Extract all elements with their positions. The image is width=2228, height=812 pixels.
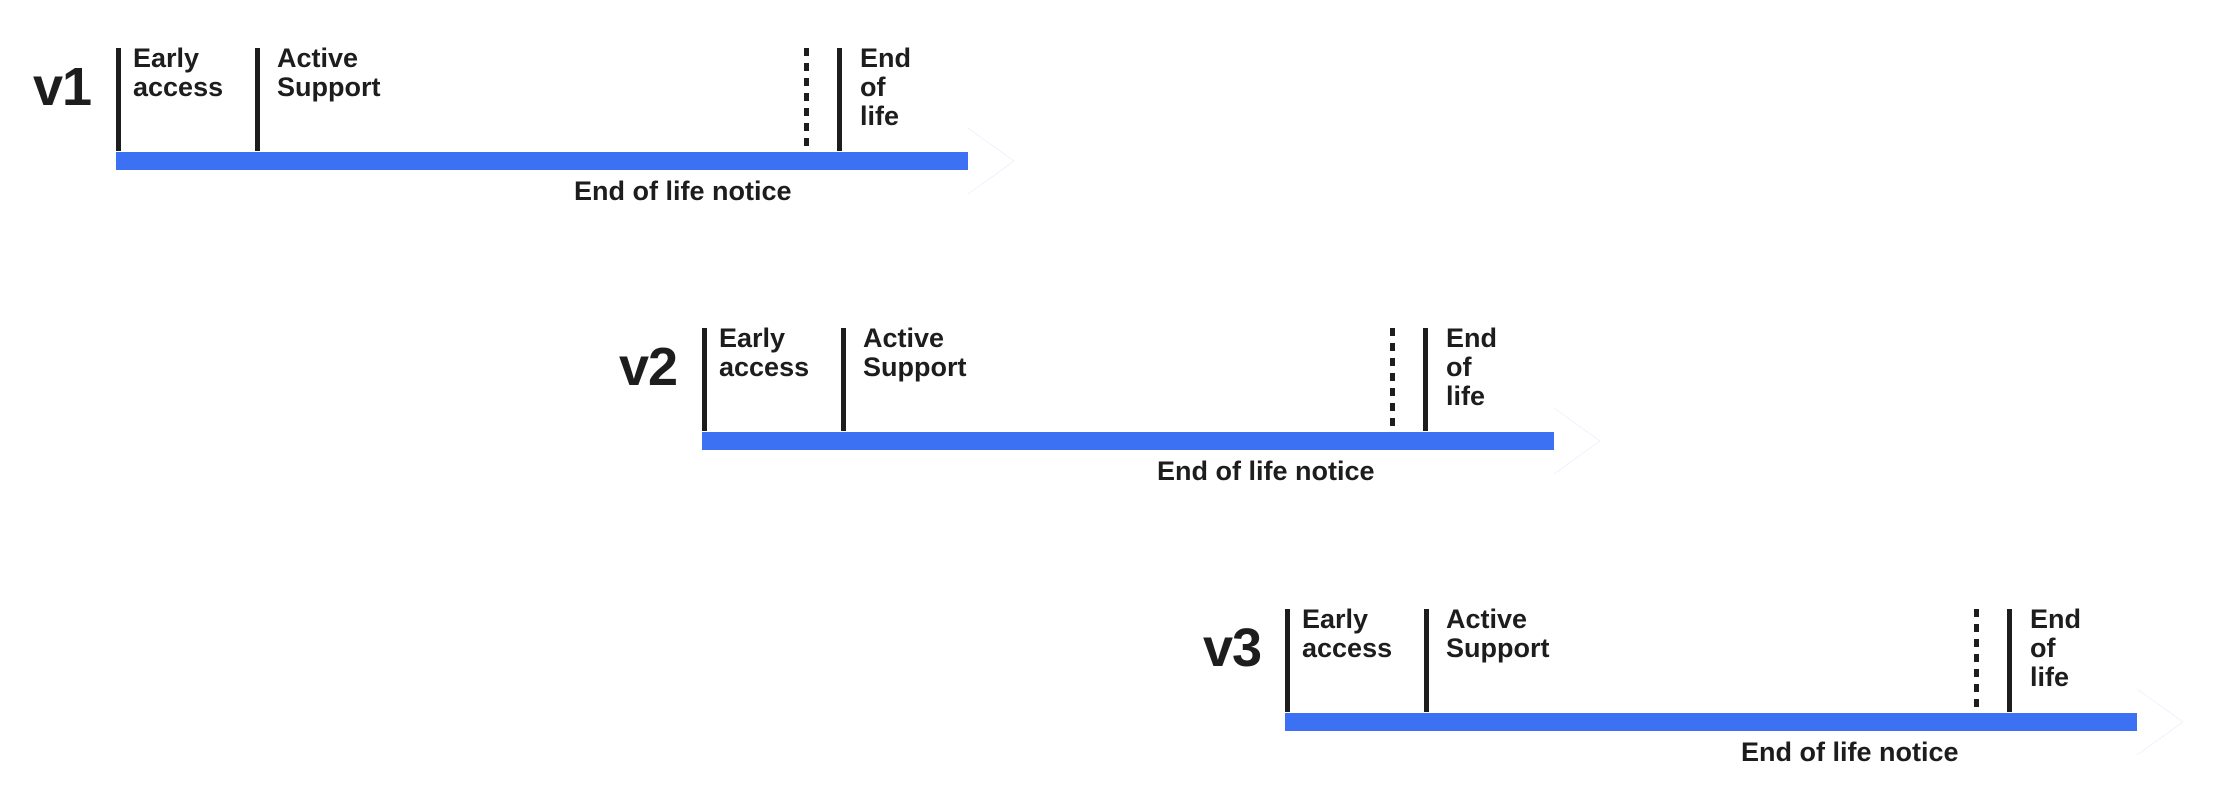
phase-divider-early-access-end-v3 [1424, 609, 1429, 712]
lifecycle-arrow-head-v1 [968, 128, 1014, 194]
phase-label-early-access-v3: Early access [1302, 604, 1393, 664]
phase-divider-eol-start-v2 [1423, 328, 1428, 431]
phase-divider-eol-start-v3 [2007, 609, 2012, 712]
lifecycle-arrow-head-v3 [2137, 689, 2183, 755]
phase-label-active-support-v2: Active Support [863, 323, 967, 383]
phase-label-end-of-life-v3: End of life [2030, 604, 2081, 693]
eol-notice-marker-v3 [1974, 609, 1979, 712]
lifecycle-arrow-shaft-v2 [702, 432, 1560, 450]
phase-divider-start-v1 [116, 48, 121, 151]
eol-notice-label-v2: End of life notice [1157, 456, 1375, 486]
lifecycle-arrow-head-v2 [1554, 408, 1600, 474]
version-label-v3: v3 [1203, 618, 1262, 678]
phase-divider-early-access-end-v1 [255, 48, 260, 151]
eol-notice-marker-v1 [804, 48, 809, 151]
eol-notice-label-v1: End of life notice [574, 176, 792, 206]
eol-notice-label-v3: End of life notice [1741, 737, 1959, 767]
lifecycle-arrow-shaft-v3 [1285, 713, 2143, 731]
eol-notice-marker-v2 [1390, 328, 1395, 431]
phase-label-end-of-life-v2: End of life [1446, 323, 1497, 412]
phase-divider-early-access-end-v2 [841, 328, 846, 431]
version-label-v2: v2 [619, 337, 678, 397]
phase-divider-eol-start-v1 [837, 48, 842, 151]
phase-label-active-support-v3: Active Support [1446, 604, 1550, 664]
version-label-v1: v1 [33, 57, 92, 117]
phase-divider-start-v3 [1285, 609, 1290, 712]
phase-divider-start-v2 [702, 328, 707, 431]
phase-label-end-of-life-v1: End of life [860, 43, 911, 132]
lifecycle-arrow-shaft-v1 [116, 152, 974, 170]
phase-label-early-access-v1: Early access [133, 43, 224, 103]
phase-label-early-access-v2: Early access [719, 323, 810, 383]
phase-label-active-support-v1: Active Support [277, 43, 381, 103]
